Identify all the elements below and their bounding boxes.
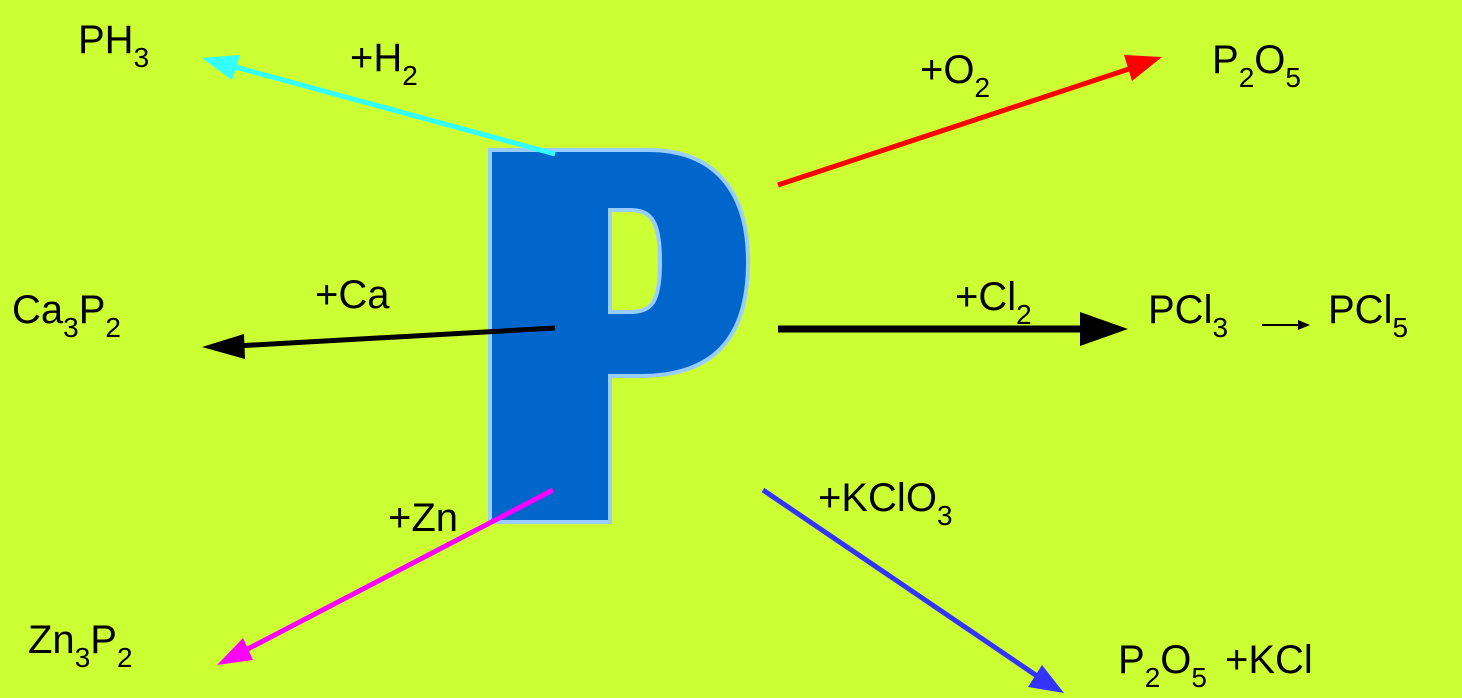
phosphorus-letter-p bbox=[488, 148, 751, 524]
product-ca3p2: Ca3P2 bbox=[12, 288, 121, 343]
arrow-o2 bbox=[777, 64, 1136, 188]
reagent-o2: +O2 bbox=[920, 48, 991, 103]
arrow-kclo3-head bbox=[1028, 665, 1064, 693]
product-p2o5-kcl: P2O5+KCl bbox=[1118, 638, 1313, 693]
arrow-kclo3 bbox=[761, 487, 1042, 681]
arrow-zn bbox=[240, 487, 555, 655]
product-pcl3: PCl3 bbox=[1148, 288, 1229, 343]
arrow-ca bbox=[235, 325, 556, 349]
product-pcl5: PCl5 bbox=[1328, 288, 1409, 343]
arrow-cl2-head bbox=[1080, 312, 1128, 346]
arrow-ca-head bbox=[202, 334, 245, 359]
product-zn3p2: Zn3P2 bbox=[28, 618, 133, 673]
arrow-h2 bbox=[227, 62, 556, 157]
product-ph3: PH3 bbox=[78, 18, 150, 73]
arrow-zn-head bbox=[217, 638, 253, 665]
arrow-h2-head bbox=[202, 55, 240, 80]
product-p2o5-top: P2O5 bbox=[1212, 38, 1301, 93]
reagent-kclo3: +KClO3 bbox=[818, 476, 953, 531]
reagent-cl2: +Cl2 bbox=[955, 275, 1032, 330]
arrow-o2-head bbox=[1124, 55, 1162, 81]
reagent-h2: +H2 bbox=[350, 36, 418, 91]
reagent-zn: +Zn bbox=[388, 496, 459, 540]
arrow-pcl3-pcl5-head bbox=[1298, 320, 1310, 330]
reagent-ca: +Ca bbox=[315, 273, 390, 317]
